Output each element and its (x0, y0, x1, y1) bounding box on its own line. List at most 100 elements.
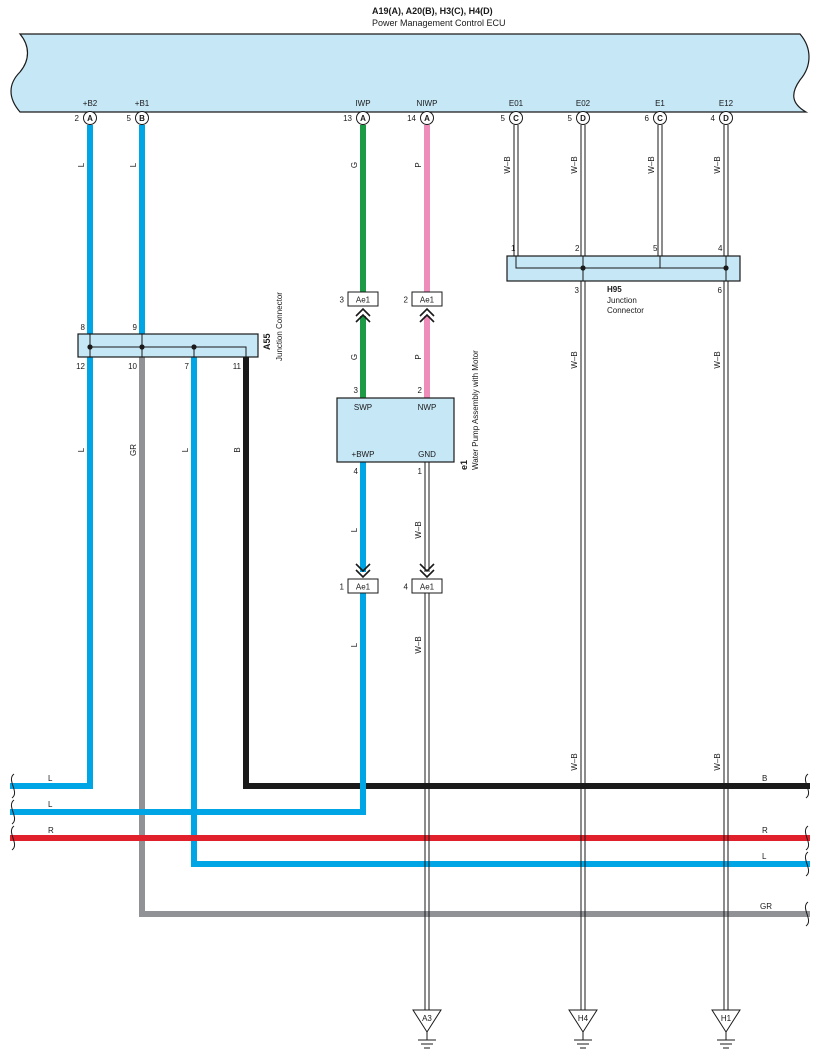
ground-label: H4 (578, 1014, 589, 1023)
inline-connector-ae1-3: Ae1 3 (340, 291, 379, 323)
wire-label: W–B (570, 351, 579, 368)
ecu-connector-letter: C (657, 114, 663, 123)
wire-label: L (129, 162, 138, 167)
h95-pin: 2 (575, 244, 580, 253)
pump-name: Water Pump Assembly with Motor (471, 350, 480, 470)
ecu-connector-letter: A (360, 114, 366, 123)
pump-terminal-swp: SWP (354, 403, 372, 412)
a55-pin: 11 (233, 362, 242, 371)
terminal-label-e02: E02 (576, 99, 591, 108)
ecu-terminal-e02: 5 D (568, 111, 590, 125)
wire-color-labels: L L G P W–B W–B W–B W–B G P W–B W–B L GR… (48, 156, 772, 911)
a55-junction-connector: 8 9 12 10 7 11 A55 Junction Connector (76, 292, 284, 371)
terminal-label-b2: +B2 (83, 99, 98, 108)
ecu-connector-title: A19(A), A20(B), H3(C), H4(D) (372, 6, 493, 16)
a55-pin: 12 (76, 362, 85, 371)
ecu-connector-letter: B (139, 114, 145, 123)
a55-id: A55 (262, 333, 272, 350)
grounds: A3 H4 H1 (412, 1009, 741, 1049)
terminal-label-e12: E12 (719, 99, 734, 108)
a55-name: Junction Connector (275, 292, 284, 361)
wire-label: L (350, 527, 359, 532)
pump-terminal-nwp: NWP (418, 403, 437, 412)
a55-pin: 9 (133, 323, 138, 332)
ecu-connector-letter: D (723, 114, 729, 123)
wire-label: L (77, 447, 86, 452)
terminal-label-niwp: NIWP (417, 99, 438, 108)
h95-pin: 1 (511, 244, 516, 253)
terminal-label-b1: +B1 (135, 99, 150, 108)
terminal-label-e1: E1 (655, 99, 665, 108)
inline-connector-ae1-1: Ae1 1 (340, 563, 379, 594)
wire-label: B (233, 447, 242, 452)
ecu-connector-letter: A (87, 114, 93, 123)
wire-label: W–B (503, 156, 512, 173)
wire-label: L (48, 774, 53, 783)
wire-label: L (350, 642, 359, 647)
ecu-body (10, 33, 810, 113)
wire-label: L (48, 800, 53, 809)
ecu-terminals: 2 A 5 B 13 A 14 A 5 C 5 D (75, 111, 733, 125)
connector-pin: 4 (404, 583, 409, 592)
h95-pin: 4 (718, 244, 723, 253)
ecu-pin-number: 13 (343, 114, 352, 123)
wire-label: R (762, 826, 768, 835)
wire-a55-7 (191, 357, 810, 867)
wire-label: W–B (570, 753, 579, 770)
ecu-connector-letter: C (513, 114, 519, 123)
wire-label: L (181, 447, 190, 452)
ecu-pin-number: 5 (501, 114, 506, 123)
ecu-connector-letter: A (424, 114, 430, 123)
inline-connector-ae1-2: Ae1 2 (404, 291, 443, 323)
ecu-terminal-b2: 2 A (75, 111, 97, 125)
ecu-terminal-niwp: 14 A (407, 111, 434, 125)
wire-ae1-1 (10, 593, 366, 815)
h95-id: H95 (607, 285, 622, 294)
ecu-pin-number: 4 (711, 114, 716, 123)
pump-pin: 4 (354, 467, 359, 476)
ecu-pin-number: 14 (407, 114, 416, 123)
ecu-pin-number: 5 (568, 114, 573, 123)
inline-connector-ae1-4: Ae1 4 (404, 563, 443, 594)
ecu-block: A19(A), A20(B), H3(C), H4(D) Power Manag… (10, 6, 810, 113)
ground-label: A3 (422, 1014, 432, 1023)
ecu-pin-number: 2 (75, 114, 80, 123)
wire-label: W–B (713, 753, 722, 770)
h95-pin: 6 (718, 286, 723, 295)
water-pump-component: SWP NWP +BWP GND 3 2 4 1 e1 Water Pump A… (336, 350, 480, 476)
ecu-name: Power Management Control ECU (372, 18, 506, 28)
wire-label: W–B (713, 351, 722, 368)
ecu-terminal-e12: 4 D (711, 111, 733, 125)
ecu-connector-letter: D (580, 114, 586, 123)
pump-pin: 2 (418, 386, 423, 395)
h95-name-line1: Junction (607, 296, 637, 305)
wire-label: W–B (647, 156, 656, 173)
wire-label: W–B (570, 156, 579, 173)
wire-label: L (77, 162, 86, 167)
pump-id: e1 (459, 460, 469, 470)
pump-pin: 3 (354, 386, 359, 395)
wires (10, 125, 810, 1010)
ecu-pin-number: 6 (645, 114, 650, 123)
wire-label: G (350, 354, 359, 360)
wire-label: W–B (713, 156, 722, 173)
continuation-breaks (10, 773, 810, 927)
wire-a55-11 (243, 357, 810, 789)
ecu-terminal-iwp: 13 A (343, 111, 370, 125)
wire-label: P (414, 162, 423, 167)
wire-label: L (762, 852, 767, 861)
ecu-terminal-e1: 6 C (645, 111, 667, 125)
wire-label: GR (129, 444, 138, 456)
wire-label: G (350, 162, 359, 168)
wire-label: B (762, 774, 767, 783)
wire-label: GR (760, 902, 772, 911)
wire-label: W–B (414, 521, 423, 538)
wire-label: R (48, 826, 54, 835)
ground-a3: A3 (412, 1009, 442, 1049)
connector-pin: 1 (340, 583, 345, 592)
h95-name-line2: Connector (607, 306, 644, 315)
ecu-terminal-e01: 5 C (501, 111, 523, 125)
wire-label: P (414, 354, 423, 359)
a55-pin: 8 (81, 323, 86, 332)
a55-pin: 10 (128, 362, 137, 371)
